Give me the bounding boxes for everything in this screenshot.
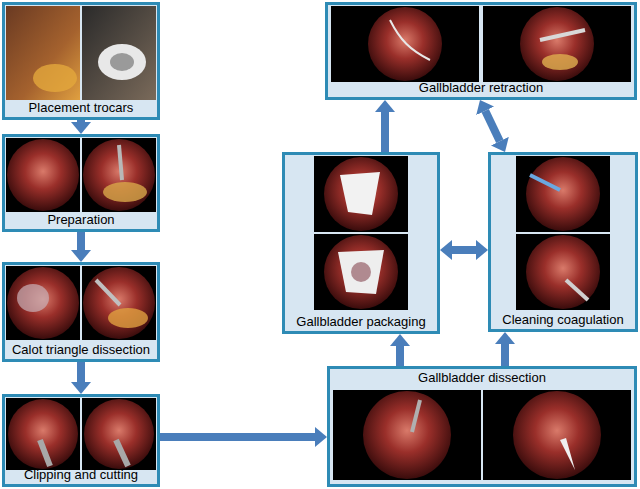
photo-frame — [516, 234, 610, 310]
retrieval-bag — [338, 250, 384, 294]
photo-frame — [483, 390, 631, 480]
instrument — [540, 30, 585, 40]
phase-box: Gallbladder retraction — [325, 2, 637, 100]
photo-frame — [314, 234, 408, 310]
endoscope-view — [7, 267, 79, 339]
phase-label: Calot triangle dissection — [10, 342, 152, 358]
photo-frame — [6, 266, 80, 340]
flow-arrow — [381, 112, 389, 152]
endoscope-view — [513, 391, 601, 479]
trocar-opening — [110, 53, 134, 71]
suture-thread — [390, 20, 430, 60]
flow-arrow — [77, 362, 85, 382]
phase-box: Cleaning coagulation — [488, 152, 638, 332]
fat-tissue — [108, 308, 148, 328]
box-ground — [488, 152, 638, 332]
phase-label: Placement trocars — [27, 100, 136, 116]
flow-arrow — [160, 433, 315, 441]
surgery-photo — [6, 6, 156, 100]
phase-label: Clipping and cutting — [22, 467, 140, 483]
fat-tissue — [103, 182, 147, 202]
flow-arrow — [452, 246, 476, 254]
photo-frame — [82, 6, 156, 100]
box-ground — [2, 394, 160, 487]
instrument — [412, 400, 420, 432]
box-ground — [2, 262, 160, 362]
fat-tissue — [542, 54, 578, 70]
endoscope-view — [324, 157, 398, 231]
phase-label: Cleaning coagulation — [500, 312, 625, 328]
endoscope-view — [83, 267, 155, 339]
photo-frame — [6, 6, 80, 100]
endoscope-photos — [6, 6, 631, 480]
photo-frame — [82, 398, 156, 470]
trocar-tip — [98, 44, 146, 80]
phase-label: Gallbladder retraction — [417, 80, 545, 96]
clip-applier — [40, 440, 50, 466]
photo-frame — [483, 6, 631, 82]
scissors — [116, 440, 128, 466]
phase-label: Preparation — [45, 212, 116, 228]
box-ground — [327, 366, 637, 487]
photo-frame — [6, 398, 80, 470]
phase-label: Gallbladder dissection — [416, 370, 548, 386]
instrument — [119, 145, 122, 180]
photo-frame — [6, 138, 80, 212]
phase-label: Gallbladder packaging — [294, 314, 427, 330]
endoscope-view — [368, 7, 442, 81]
photo-frame — [82, 266, 156, 340]
phase-box: Preparation — [2, 134, 160, 232]
photo-frame — [331, 6, 479, 82]
phase-box: Calot triangle dissection — [2, 262, 160, 362]
box-ground — [325, 2, 637, 100]
flow-arrow — [485, 111, 500, 141]
endoscope-view — [526, 235, 600, 309]
endoscope-view — [7, 139, 79, 211]
endoscope-view — [83, 139, 155, 211]
gallbladder — [351, 262, 371, 282]
phase-box: Clipping and cutting — [2, 394, 160, 487]
photo-frame — [82, 138, 156, 212]
fat-tissue — [33, 64, 77, 92]
instrument — [96, 280, 120, 305]
phase-box: Gallbladder dissection — [327, 366, 637, 487]
hook-instrument — [560, 438, 575, 470]
endoscope-view — [84, 399, 154, 469]
phase-box: Gallbladder packaging — [282, 152, 440, 334]
endoscope-view — [363, 391, 451, 479]
endoscope-view — [324, 235, 398, 309]
box-ground — [2, 134, 160, 232]
endoscope-view — [520, 7, 594, 81]
flow-arrow — [501, 344, 509, 366]
flow-arrow — [77, 232, 85, 250]
photo-frame — [516, 156, 610, 232]
retrieval-bag — [340, 172, 380, 215]
coagulation-instrument — [566, 280, 588, 300]
box-ground — [282, 152, 440, 334]
endoscope-view — [8, 399, 78, 469]
flow-arrow — [396, 346, 404, 366]
phase-box: Placement trocars — [2, 2, 160, 120]
flow-arrow — [77, 120, 85, 122]
box-ground — [2, 2, 160, 120]
photo-frame — [314, 156, 408, 232]
irrigation-instrument — [530, 175, 560, 190]
endoscope-view — [526, 157, 600, 231]
gallbladder — [17, 284, 49, 312]
photo-frame — [333, 390, 481, 480]
